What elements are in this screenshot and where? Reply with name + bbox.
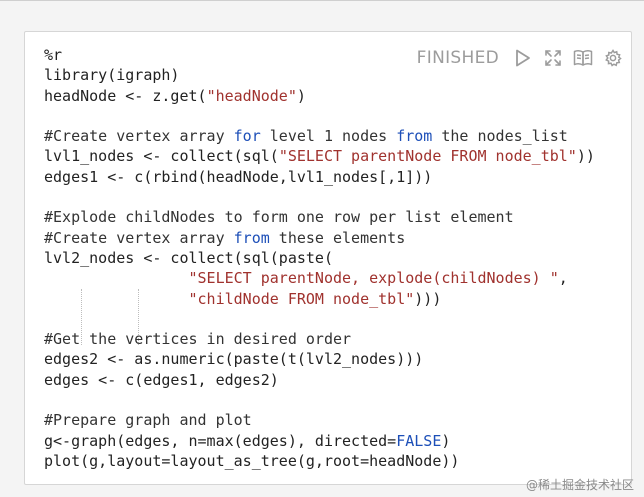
code-line-21: plot(g,layout=layout_as_tree(g,root=head… bbox=[44, 451, 460, 470]
code-line-6: lvl1_nodes <- collect(sql("SELECT parent… bbox=[44, 147, 595, 166]
settings-icon[interactable] bbox=[603, 48, 623, 68]
code-line-13: "childNode FROM node_tbl"))) bbox=[188, 289, 442, 308]
code-editor[interactable]: %r library(igraph)headNode <- z.get("head… bbox=[44, 45, 595, 471]
code-line-20: g<-graph(edges, n=max(edges), directed=F… bbox=[44, 431, 451, 450]
watermark: @稀土掘金技术社区 bbox=[526, 476, 634, 493]
code-line-12: "SELECT parentNode, explode(childNodes) … bbox=[188, 269, 568, 288]
code-line-1: %r bbox=[44, 46, 63, 64]
code-line-16: edges2 <- as.numeric(paste(t(lvl2_nodes)… bbox=[44, 350, 424, 369]
code-line-11: lvl2_nodes <- collect(sql(paste( bbox=[44, 248, 333, 267]
code-line-17: edges <- c(edges1, edges2) bbox=[44, 370, 279, 389]
code-line-15: #Get the vertices in desired order bbox=[44, 330, 352, 349]
code-line-3: headNode <- z.get("headNode") bbox=[44, 86, 306, 105]
code-paragraph[interactable]: FINISHED bbox=[24, 31, 632, 485]
code-line-14: ​ bbox=[44, 309, 595, 329]
code-line-19: #Prepare graph and plot bbox=[44, 411, 252, 430]
code-line-7: edges1 <- c(rbind(headNode,lvl1_nodes[,1… bbox=[44, 167, 433, 186]
expand-icon[interactable] bbox=[543, 48, 563, 68]
code-line-5: #Create vertex array for level 1 nodes f… bbox=[44, 127, 568, 146]
paragraph-control-bar: FINISHED bbox=[417, 48, 623, 68]
code-line-10: #Create vertex array from these elements bbox=[44, 228, 406, 247]
book-icon[interactable] bbox=[573, 48, 593, 68]
run-icon[interactable] bbox=[513, 48, 533, 68]
indent-guide bbox=[138, 289, 139, 345]
code-line-9: #Explode childNodes to form one row per … bbox=[44, 208, 514, 227]
code-line-18: ​ bbox=[44, 390, 595, 410]
watermark-text: @稀土掘金技术社区 bbox=[525, 478, 634, 492]
code-line-4: ​ bbox=[44, 106, 595, 126]
status-label: FINISHED bbox=[416, 48, 499, 68]
code-line-2: library(igraph) bbox=[44, 66, 180, 85]
indent-guide bbox=[81, 289, 82, 345]
code-line-8: ​ bbox=[44, 187, 595, 207]
